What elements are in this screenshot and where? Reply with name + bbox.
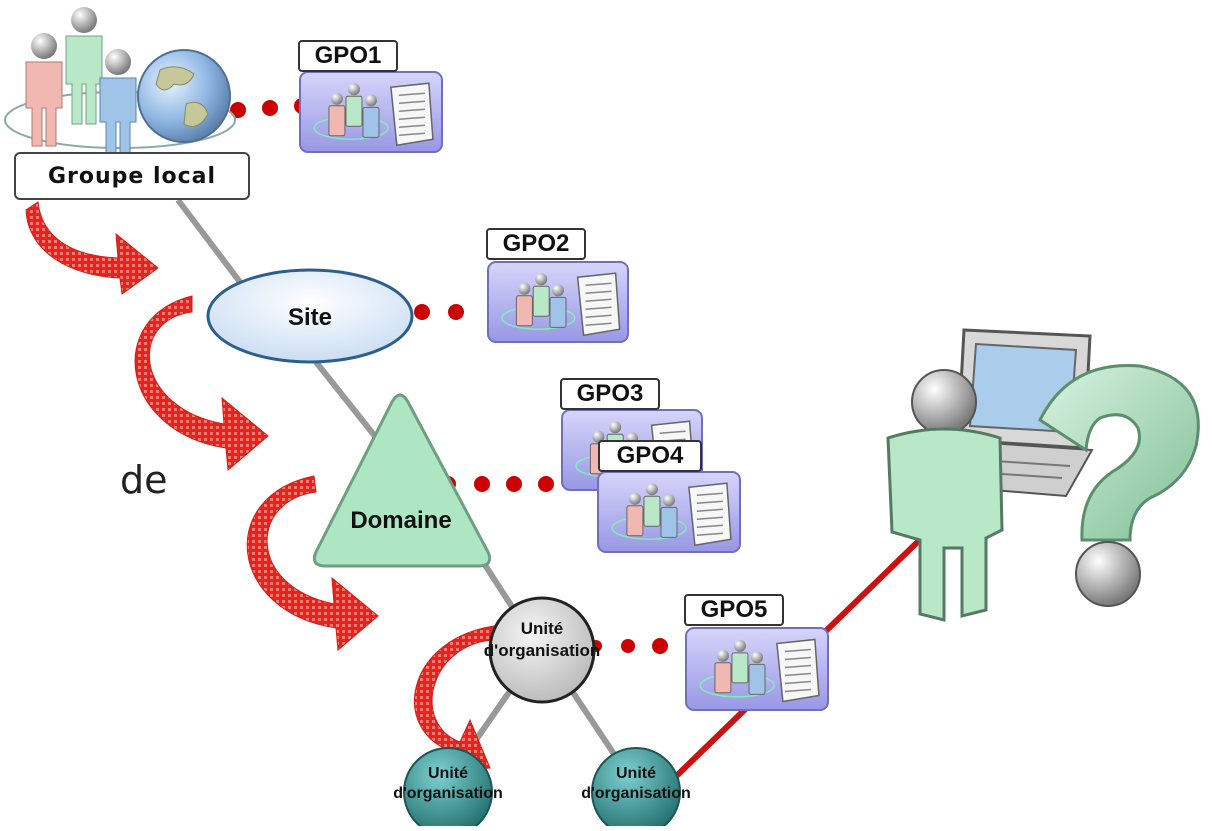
connector-dots <box>230 98 668 654</box>
ou-child-left-line1: Unité <box>428 765 468 782</box>
side-text-fragment: de <box>120 458 168 502</box>
document-icon <box>390 82 434 147</box>
domain-label: Domaine <box>350 507 452 534</box>
document-icon <box>688 482 732 547</box>
people-group-icon <box>328 83 380 138</box>
dot <box>652 638 668 654</box>
arrow-3 <box>246 475 379 652</box>
dot <box>474 476 490 492</box>
gpo4-label: GPO4 <box>598 440 702 472</box>
gpo1-panel <box>299 71 443 153</box>
gpo5-panel <box>685 627 829 711</box>
ou-main-label: Unité d'organisation <box>482 618 602 662</box>
arrow-2 <box>134 295 269 472</box>
domain-node <box>312 393 492 568</box>
ou-child-right-node <box>591 747 681 831</box>
gpo2-panel <box>487 261 629 343</box>
person-pink <box>25 33 63 147</box>
people-group-icon <box>4 7 236 157</box>
dot <box>414 304 430 320</box>
people-group-icon <box>515 273 567 328</box>
document-icon <box>576 272 621 337</box>
document-icon <box>776 638 820 703</box>
dot <box>621 639 635 653</box>
ou-main-node <box>488 596 596 704</box>
dot <box>448 304 464 320</box>
people-group-icon <box>714 639 766 695</box>
gpo4-panel <box>597 471 741 553</box>
ou-child-right-line2: d'organisation <box>581 785 691 802</box>
gpo1-label: GPO1 <box>298 40 398 72</box>
site-label: Site <box>287 304 332 331</box>
arrow-1 <box>25 201 159 295</box>
ou-main-line2: d'organisation <box>483 641 601 660</box>
ou-child-left-label: Unité d'organisation <box>386 764 510 804</box>
dot <box>506 476 522 492</box>
question-mark-icon <box>1038 363 1200 607</box>
person-blue <box>99 49 137 157</box>
ou-child-right-line1: Unité <box>616 765 656 782</box>
ou-main-line1: Unité <box>520 619 564 638</box>
person-green <box>65 7 103 125</box>
ou-child-left-node <box>403 747 493 831</box>
local-group-label: Groupe local <box>14 152 250 200</box>
dot <box>230 102 246 118</box>
ou-child-right-label: Unité d'organisation <box>574 764 698 804</box>
gpo2-label: GPO2 <box>486 228 586 260</box>
people-group-icon <box>626 483 678 538</box>
user-icon <box>886 369 1004 622</box>
gpo5-label: GPO5 <box>684 594 784 626</box>
dot <box>262 100 278 116</box>
gpo3-label: GPO3 <box>560 378 660 410</box>
site-node <box>206 268 414 364</box>
dot <box>538 476 554 492</box>
ou-child-left-line2: d'organisation <box>393 785 503 802</box>
inheritance-arrows <box>25 201 495 771</box>
globe-icon <box>137 49 231 143</box>
